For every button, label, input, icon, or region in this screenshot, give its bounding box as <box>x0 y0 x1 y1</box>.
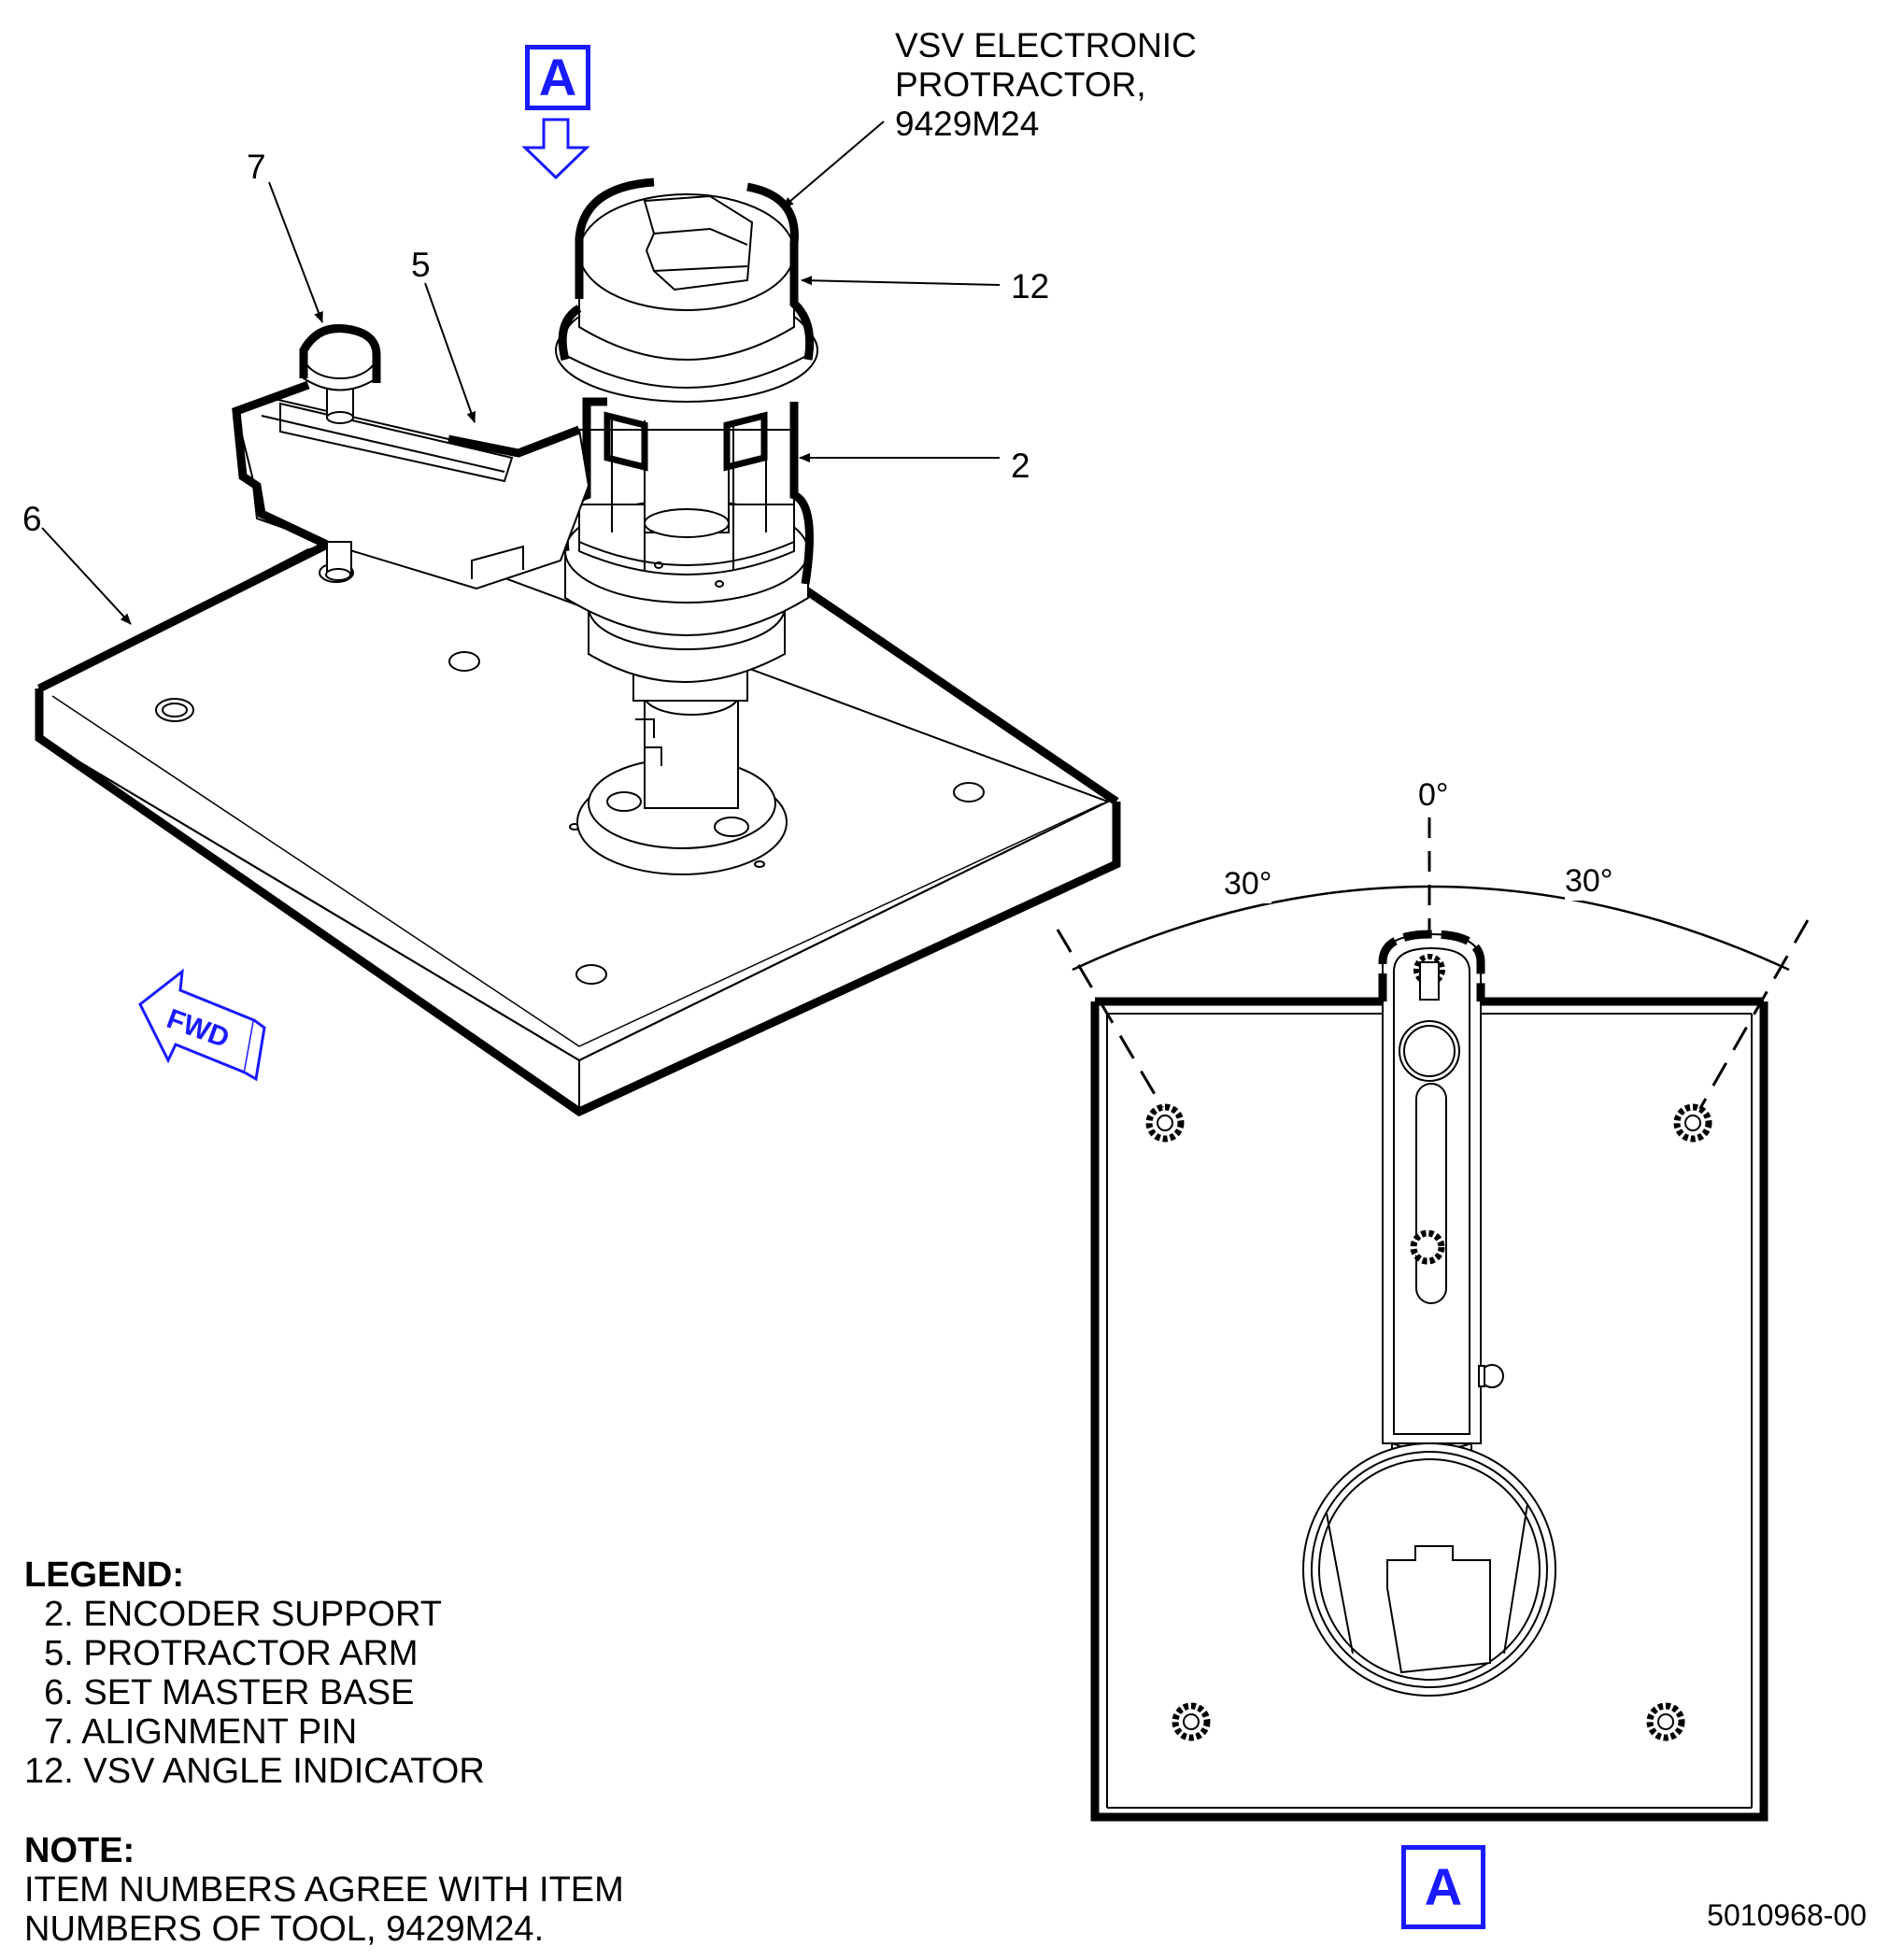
view-marker-top: A <box>525 45 590 110</box>
callout-item-2: 2 <box>1011 447 1030 485</box>
legend-title: LEGEND: <box>24 1555 184 1595</box>
encoder-window-left <box>604 411 648 472</box>
legend-item-12: 12. VSV ANGLE INDICATOR <box>24 1752 485 1791</box>
legend-item-7: 7. ALIGNMENT PIN <box>24 1712 358 1752</box>
callout-protractor-line-1: VSV ELECTRONIC <box>895 26 1197 64</box>
callout-item-6: 6 <box>22 500 42 538</box>
leader-lines <box>41 121 1001 625</box>
angle-label-center: 0° <box>1418 777 1449 813</box>
alignment-pin-outline <box>299 323 381 383</box>
view-a-screws <box>1145 954 1712 1741</box>
note-title: NOTE: <box>24 1831 135 1870</box>
view-a-plate <box>1090 997 1768 1822</box>
angle-label-right: 30° <box>1565 861 1613 901</box>
legend-item-6: 6. SET MASTER BASE <box>24 1673 415 1712</box>
note: NOTE: ITEM NUMBERS AGREE WITH ITEM NUMBE… <box>24 1831 624 1949</box>
callout-protractor-line-3: 9429M24 <box>895 105 1040 143</box>
callout-item-12: 12 <box>1011 267 1050 305</box>
legend: LEGEND: 2. ENCODER SUPPORT 5. PROTRACTOR… <box>24 1555 485 1791</box>
view-a-arm <box>1382 932 1504 1444</box>
set-master-base <box>35 538 1121 1117</box>
fwd-arrow-icon: FWD <box>138 968 266 1082</box>
angle-label-left: 30° <box>1224 864 1272 903</box>
lower-hub <box>576 625 788 875</box>
view-arrow-icon <box>521 118 590 180</box>
note-line-1: ITEM NUMBERS AGREE WITH ITEM <box>24 1870 624 1910</box>
legend-item-2: 2. ENCODER SUPPORT <box>24 1595 442 1634</box>
legend-item-5: 5. PROTRACTOR ARM <box>24 1634 419 1673</box>
encoder-support <box>564 420 809 683</box>
view-a-indicator <box>1302 1442 1556 1697</box>
encoder-window-right <box>723 411 768 472</box>
callout-protractor: VSV ELECTRONIC PROTRACTOR, 9429M24 <box>895 26 1197 144</box>
vsv-angle-indicator <box>555 193 818 403</box>
vsv-angle-indicator-outline <box>558 178 815 362</box>
note-line-2: NUMBERS OF TOOL, 9429M24. <box>24 1910 545 1949</box>
callout-item-5: 5 <box>411 246 431 284</box>
view-marker-bottom: A <box>1401 1845 1485 1929</box>
protractor-scale <box>1056 817 1810 1117</box>
view-a-arm-outline <box>1378 930 1485 1001</box>
protractor-arm-outline <box>232 380 581 549</box>
callout-protractor-line-2: PROTRACTOR, <box>895 65 1146 104</box>
document-id: 5010968-00 <box>1707 1898 1867 1932</box>
callout-item-7: 7 <box>247 148 266 186</box>
